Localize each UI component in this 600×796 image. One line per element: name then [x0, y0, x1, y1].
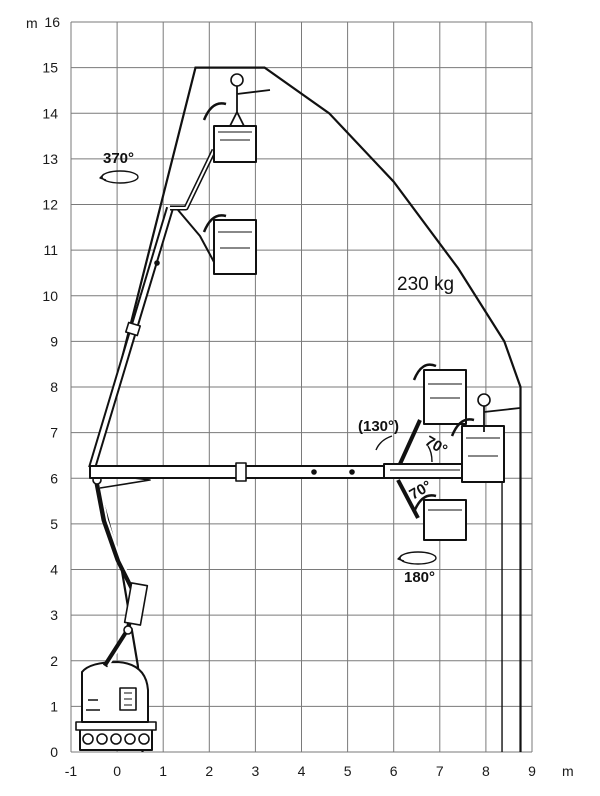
y-tick-label: 0 — [50, 744, 58, 760]
basket-mid — [202, 214, 257, 275]
basket-upper — [202, 73, 271, 163]
x-tick-label: 0 — [113, 763, 121, 779]
x-tick-label: -1 — [65, 763, 78, 779]
lower-boom — [92, 473, 151, 668]
turret-rotation-label: 370° — [103, 150, 134, 167]
x-tick-label: 8 — [482, 763, 490, 779]
x-tick-label: 6 — [390, 763, 398, 779]
basket-right-high — [412, 363, 467, 425]
rotation-arrow-turret — [99, 170, 139, 184]
x-tick-label: 7 — [436, 763, 444, 779]
telescopic-boom-raised — [88, 148, 217, 470]
y-tick-label: 16 — [44, 14, 60, 30]
y-axis-unit-label: m — [26, 15, 38, 31]
load-capacity-label: 230 kg — [397, 274, 454, 295]
jib-angle-label: (130°) — [358, 418, 399, 435]
x-tick-label: 9 — [528, 763, 536, 779]
x-tick-label: 4 — [298, 763, 306, 779]
y-tick-label: 4 — [50, 562, 58, 578]
boom-lift-illustration — [75, 73, 521, 751]
y-tick-label: 8 — [50, 379, 58, 395]
angle-arc-jib — [375, 435, 433, 463]
y-tick-label: 11 — [43, 242, 58, 258]
chassis — [75, 661, 157, 751]
x-tick-label: 1 — [159, 763, 167, 779]
basket-right-main — [450, 393, 521, 483]
x-tick-label: 2 — [205, 763, 213, 779]
y-tick-label: 10 — [42, 288, 58, 304]
x-tick-label: 5 — [344, 763, 352, 779]
y-tick-label: 13 — [42, 151, 58, 167]
x-axis-unit-label: m — [562, 763, 574, 779]
y-tick-label: 6 — [50, 470, 58, 486]
y-tick-label: 15 — [42, 60, 58, 76]
jib-rotation-label: 180° — [404, 569, 435, 586]
y-tick-label: 12 — [42, 197, 58, 213]
x-tick-label: 3 — [252, 763, 260, 779]
y-tick-label: 14 — [42, 105, 58, 121]
telescopic-boom-horizontal — [89, 419, 465, 519]
rotation-arrow-jib — [397, 551, 437, 565]
y-tick-label: 7 — [50, 425, 58, 441]
basket-right-low — [412, 494, 467, 541]
y-tick-label: 1 — [50, 698, 58, 714]
y-tick-label: 3 — [50, 607, 58, 623]
y-tick-label: 9 — [50, 333, 58, 349]
y-tick-label: 5 — [50, 516, 58, 532]
y-tick-label: 2 — [50, 653, 58, 669]
working-envelope-curve — [92, 66, 522, 752]
